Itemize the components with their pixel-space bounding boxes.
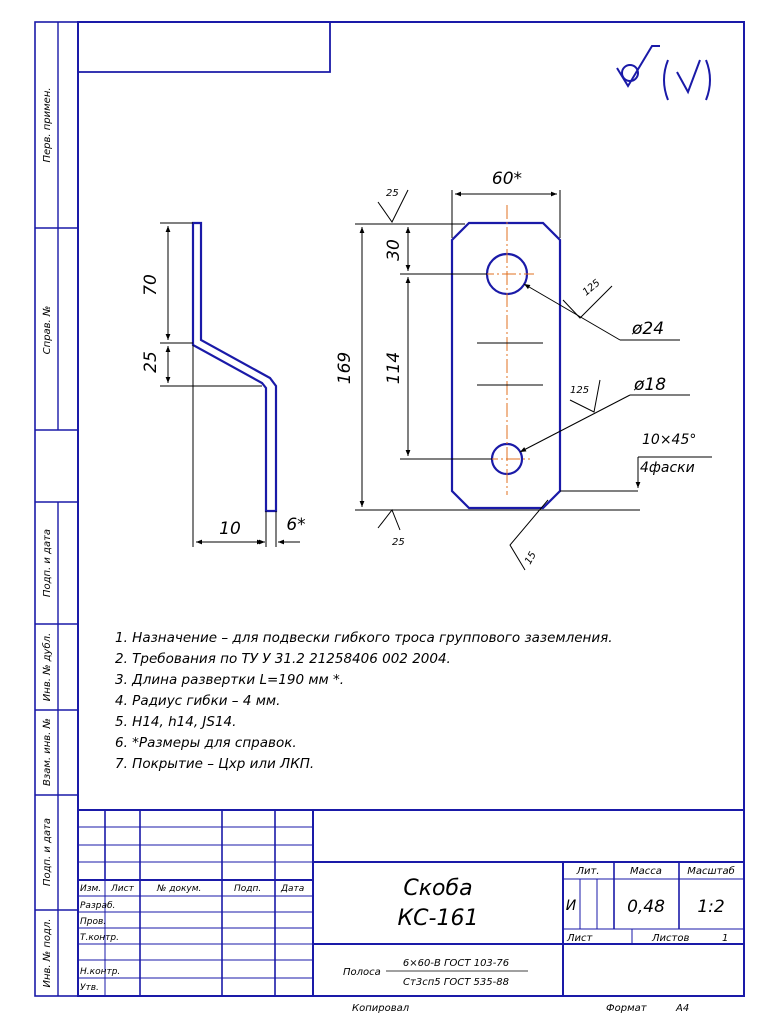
col-header-signature: Подп. <box>234 884 261 894</box>
sheet-label: Лист <box>566 933 594 944</box>
note-3: 3. Длина развертки L=190 мм *. <box>115 672 344 688</box>
role-approver: Утв. <box>80 983 99 993</box>
dim-side-thickness: 6* <box>286 515 305 535</box>
sheet-frame <box>34 21 745 997</box>
note-2: 2. Требования по ТУ У 31.2 21258406 002 … <box>115 651 451 667</box>
note-5: 5. Н14, h14, JS14. <box>115 714 236 730</box>
side-label-inv-dub: Инв. № дубл. <box>41 633 53 701</box>
scale-label: Масштаб <box>687 865 735 877</box>
footer-format-label: Формат <box>606 1003 648 1014</box>
note-6: 6. *Размеры для справок. <box>115 735 297 751</box>
lit-label: Лит. <box>575 866 599 877</box>
role-norm-control: Н.контр. <box>80 967 120 977</box>
mass-label: Масса <box>630 866 662 877</box>
dim-chamfer-size: 10×45° <box>642 432 696 448</box>
rough-125-b: 125 <box>570 385 589 396</box>
scale-value: 1:2 <box>697 897 724 917</box>
col-header-doc-no: № докум. <box>156 884 201 894</box>
front-view: 60* 169 30 114 ø24 ø18 10×45° 4фаски 25 … <box>335 169 712 571</box>
col-header-date: Дата <box>280 884 304 894</box>
dim-side-offset: 10 <box>219 519 241 539</box>
dim-chamfer-count: 4фаски <box>640 460 695 476</box>
side-view: 70 25 10 6* <box>141 221 306 547</box>
sheets-label: Листов <box>651 933 689 944</box>
role-tech-control: Т.контр. <box>80 933 119 943</box>
mass-value: 0,48 <box>627 897 665 917</box>
sheets-value: 1 <box>722 933 728 944</box>
side-label-sign-date-1: Подп. и дата <box>42 529 53 597</box>
role-developer: Разраб. <box>80 901 115 911</box>
rough-125-a: 125 <box>581 278 603 299</box>
col-header-sheet: Лист <box>110 884 135 894</box>
material-prefix: Полоса <box>343 967 381 978</box>
part-name: Скоба <box>403 876 472 901</box>
side-label-sign-date-2: Подп. и дата <box>42 818 53 886</box>
footer-format-value: А4 <box>675 1003 689 1014</box>
dim-hole-offset: 30 <box>384 239 404 261</box>
title-block <box>78 809 744 996</box>
title-block-text: Изм. Лист № докум. Подп. Дата Разраб. Пр… <box>80 865 735 993</box>
note-4: 4. Радиус гибки – 4 мм. <box>115 693 280 709</box>
dim-height-total: 169 <box>335 352 355 384</box>
part-code: КС-161 <box>398 906 479 931</box>
dim-hole-spacing: 114 <box>384 352 404 384</box>
dim-side-lower: 25 <box>141 351 161 373</box>
footer-copied: Копировал <box>352 1003 410 1014</box>
rough-25-top: 25 <box>386 188 399 199</box>
col-header-change: Изм. <box>80 884 101 894</box>
dim-hole-d2: ø18 <box>633 375 666 395</box>
material-top: 6×60-В ГОСТ 103-76 <box>403 958 509 969</box>
side-label-vzam-inv: Взам. инв. № <box>42 718 53 786</box>
dim-width-top: 60* <box>492 169 522 189</box>
centerlines <box>480 205 534 495</box>
side-label-inv-orig: Инв. № подл. <box>42 919 53 988</box>
rough-25-bottom: 25 <box>392 537 405 548</box>
rough-15: 15 <box>523 550 539 567</box>
side-labels: Перв. примен. Справ. № Подп. и дата Инв.… <box>41 87 53 987</box>
material-bottom: Ст3сп5 ГОСТ 535-88 <box>403 977 509 988</box>
side-label-ref-no: Справ. № <box>42 306 53 355</box>
role-checker: Пров. <box>80 917 106 927</box>
general-roughness-symbol <box>616 45 711 101</box>
side-view-profile <box>191 221 278 513</box>
note-7: 7. Покрытие – Цхр или ЛКП. <box>115 756 314 772</box>
lit-value: И <box>566 898 577 914</box>
side-label-first-use: Перв. примен. <box>42 87 53 162</box>
technical-notes: 1. Назначение – для подвески гибкого тро… <box>115 630 613 772</box>
sheet-footer: Копировал Формат А4 <box>352 1003 689 1014</box>
front-view-outline <box>450 221 562 510</box>
note-1: 1. Назначение – для подвески гибкого тро… <box>115 630 613 646</box>
dim-hole-d1: ø24 <box>631 319 664 339</box>
dim-side-upper: 70 <box>141 274 161 296</box>
